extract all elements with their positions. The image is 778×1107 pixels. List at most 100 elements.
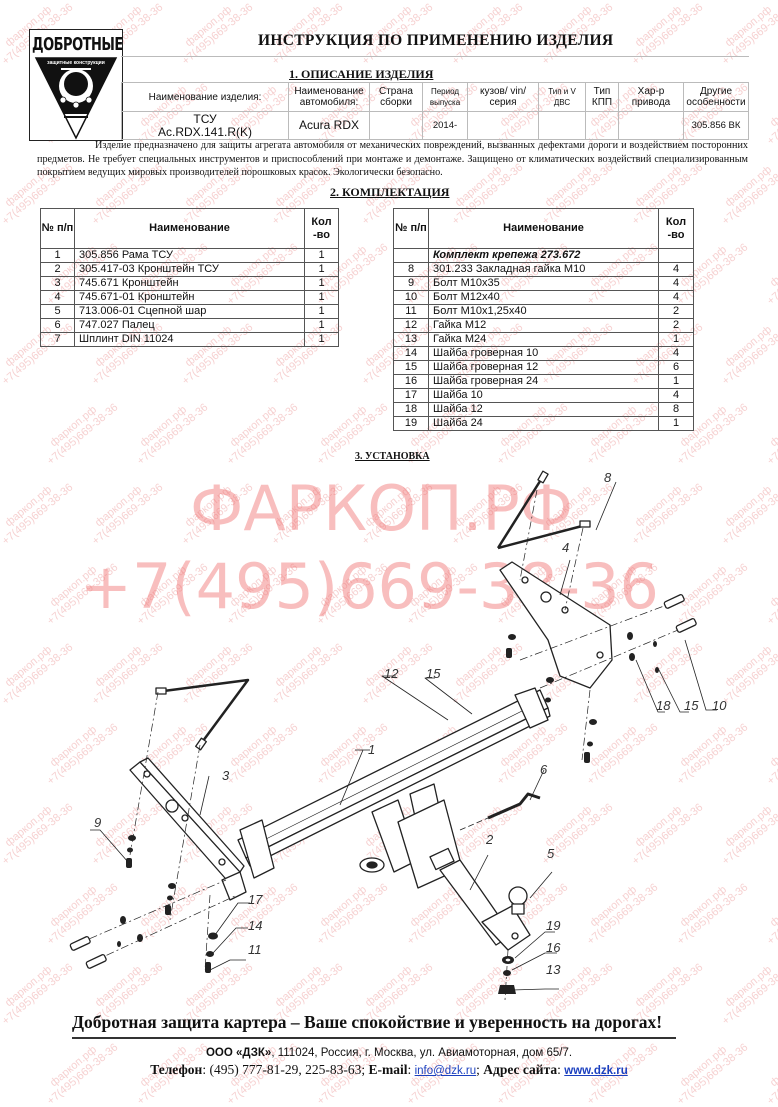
product-description: Изделие предназначено для защиты агрегат…: [37, 139, 748, 180]
header-engine: Тип и V ДВС: [539, 83, 586, 112]
callout-5: 5: [547, 846, 554, 861]
kit-qty: [659, 249, 694, 263]
watermark-small: фаркоп.рф+7(495)669-38-36: [723, 0, 778, 58]
row-num: 7: [41, 333, 75, 347]
header-other: Другие особенности: [684, 83, 749, 112]
kit-title: Комплект крепежа 273.672: [429, 249, 659, 263]
callout-13: 13: [546, 962, 560, 977]
company-info: ООО «ДЗК», 111024, Россия, г. Москва, ул…: [0, 1047, 778, 1059]
callout-12: 12: [384, 666, 398, 681]
header-body: кузов/ vin/серия: [468, 83, 539, 112]
row-num: 15: [394, 361, 429, 375]
email-link[interactable]: info@dzk.ru: [415, 1065, 477, 1077]
header-product-name: Наименование изделия:: [122, 83, 289, 112]
row-name: Шайба гроверная 24: [429, 375, 659, 389]
callout-16: 16: [546, 940, 560, 955]
value-drive: [619, 112, 684, 140]
description-text: Изделие предназначено для защиты агрегат…: [37, 139, 748, 180]
row-qty: 1: [305, 277, 339, 291]
header-drive: Хар-р привода: [619, 83, 684, 112]
row-qty: 4: [659, 263, 694, 277]
row-num: 13: [394, 333, 429, 347]
phone-label: Телефон: [150, 1062, 202, 1077]
value-car-name: Acura RDX: [289, 112, 370, 140]
row-num: 5: [41, 305, 75, 319]
row-name: 305.856 Рама ТСУ: [75, 249, 305, 263]
footer-divider: [72, 1037, 676, 1039]
row-num: 6: [41, 319, 75, 333]
row-name: 747.027 Палец: [75, 319, 305, 333]
row-qty: 1: [659, 375, 694, 389]
value-other: 305.856 ВК: [684, 112, 749, 140]
row-num: 1: [41, 249, 75, 263]
callout-1: 1: [368, 742, 375, 757]
col-qty: Кол -во: [659, 209, 694, 249]
phone-value: : (495) 777-81-29, 225-83-63;: [202, 1062, 368, 1077]
row-name: 301.233 Закладная гайка М10: [429, 263, 659, 277]
logo-subtitle: защитные конструкции: [34, 60, 118, 66]
watermark-small: фаркоп.рф+7(495)669-38-36: [768, 232, 778, 298]
value-product-name: ТСУ Ac.RDX.141.R(K): [122, 112, 289, 140]
row-qty: 4: [659, 389, 694, 403]
row-qty: 1: [305, 319, 339, 333]
callout-15b: 15: [684, 698, 698, 713]
callout-17: 17: [248, 892, 262, 907]
row-qty: 1: [305, 263, 339, 277]
watermark-small: фаркоп.рф+7(495)669-38-36: [138, 392, 210, 458]
watermark-small: фаркоп.рф+7(495)669-38-36: [228, 392, 300, 458]
row-num: 4: [41, 291, 75, 305]
company-address: , 111024, Россия, г. Москва, ул. Авиамот…: [271, 1047, 572, 1059]
row-qty: 2: [659, 319, 694, 333]
row-qty: 1: [305, 333, 339, 347]
site-label: Адрес сайта: [483, 1062, 557, 1077]
row-num: 10: [394, 291, 429, 305]
product-type: ТСУ: [124, 113, 286, 126]
logo-emblem-icon: [30, 30, 122, 140]
row-qty: 4: [659, 291, 694, 305]
row-name: Шайба гроверная 10: [429, 347, 659, 361]
col-name: Наименование: [75, 209, 305, 249]
title-divider: [121, 56, 749, 57]
section-1-title: 1. ОПИСАНИЕ ИЗДЕЛИЯ: [289, 67, 433, 82]
email-label: E-mail: [368, 1062, 407, 1077]
row-name: 713.006-01 Сцепной шар: [75, 305, 305, 319]
product-description-table: Наименование изделия: Наименование автом…: [121, 82, 749, 140]
watermark-small: фаркоп.рф+7(495)669-38-36: [633, 0, 705, 58]
watermark-small: фаркоп.рф+7(495)669-38-36: [723, 312, 778, 378]
callout-4: 4: [562, 540, 569, 555]
row-name: Шайба 24: [429, 417, 659, 431]
row-name: Болт М10х1,25х40: [429, 305, 659, 319]
col-num: № п/п: [394, 209, 429, 249]
callout-6: 6: [540, 762, 547, 777]
row-name: Шплинт DIN 11024: [75, 333, 305, 347]
website-link[interactable]: www.dzk.ru: [564, 1065, 627, 1077]
row-name: 745.671-01 Кронштейн: [75, 291, 305, 305]
company-name: ООО «ДЗК»: [206, 1047, 271, 1059]
row-name: 305.417-03 Кронштейн ТСУ: [75, 263, 305, 277]
callout-3: 3: [222, 768, 229, 783]
row-qty: 1: [305, 291, 339, 305]
parts-table-right: № п/п Наименование Кол -во Комплект креп…: [393, 208, 694, 431]
callout-19: 19: [546, 918, 560, 933]
callout-2: 2: [486, 832, 493, 847]
row-qty: 6: [659, 361, 694, 375]
section-2-title: 2. КОМПЛЕКТАЦИЯ: [330, 185, 449, 200]
email-separator: :: [407, 1062, 414, 1077]
row-num: 9: [394, 277, 429, 291]
row-num: 14: [394, 347, 429, 361]
watermark-small: фаркоп.рф+7(495)669-38-36: [183, 0, 255, 58]
callout-15a: 15: [426, 666, 440, 681]
callout-8: 8: [604, 470, 611, 485]
value-body: [468, 112, 539, 140]
header-car-name: Наименование автомобиля:: [289, 83, 370, 112]
col-name: Наименование: [429, 209, 659, 249]
contact-info: Телефон: (495) 777-81-29, 225-83-63; E-m…: [0, 1062, 778, 1078]
